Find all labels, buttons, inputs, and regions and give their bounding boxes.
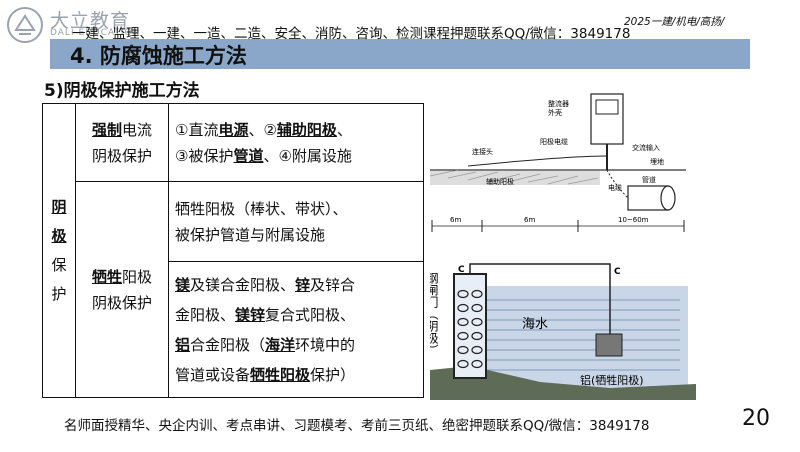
anode-types-line: 镁及镁合金阳极、锌及锌合 xyxy=(175,270,423,300)
content-text: 金阳极、 xyxy=(175,305,236,324)
anode-types-line: 金阳极、镁锌复合式阳极、 xyxy=(175,300,423,330)
content-text: 管道或设备 xyxy=(175,365,251,384)
sacrificial-label-a: 牺牲 xyxy=(91,267,122,286)
brand-name: 大立教育 xyxy=(50,10,131,32)
steel-gate-label: 钢闸门（阴极） xyxy=(430,272,439,356)
section-title-bar xyxy=(50,39,750,69)
forced-label-b: 电流 xyxy=(122,120,153,139)
content-text: 保护） xyxy=(310,365,356,384)
keyword-text: 牺牲阳极 xyxy=(250,365,311,384)
diagram-label: 管道 xyxy=(642,175,656,184)
top-banner-text: 一建、监理、一建、一造、二造、安全、消防、咨询、检测课程押题联系QQ/微信：38… xyxy=(72,26,631,42)
sacrificial-anode-types-cell: 镁及镁合金阳极、锌及锌合 金阳极、镁锌复合式阳极、 铝合金阳极（海洋环境中的 管… xyxy=(168,261,424,398)
dimension-label: 6m xyxy=(450,216,461,224)
sacrificial-components-line: 牺牲阳极（棒状、带状）、 xyxy=(175,199,348,218)
diagram-label: 辅助阳极 xyxy=(486,177,514,186)
content-text: 环境中的 xyxy=(295,335,356,354)
content-text: 、 xyxy=(336,120,352,139)
sacrificial-label-b: 阳极 xyxy=(122,267,153,286)
sacrificial-components-line: 被保护管道与附属设施 xyxy=(175,225,326,244)
content-text: ③被保护 xyxy=(175,146,234,165)
forced-content-cell: ①直流电源、②辅助阳极、 ③被保护管道、④附属设施 xyxy=(168,103,424,182)
sub-title: 5)阴极保护施工方法 xyxy=(44,81,200,101)
forced-label-c: 阴极保护 xyxy=(91,146,152,165)
page-number: 20 xyxy=(742,406,770,431)
diagram-label: 埋地 xyxy=(650,157,664,166)
diagram-label: 交流输入 xyxy=(632,143,660,152)
content-text: 及锌合 xyxy=(310,275,356,294)
sacrificial-label-cell: 牺牲阳极 阴极保护 xyxy=(75,181,169,398)
left-label-char: 阴 xyxy=(51,197,67,216)
left-label-char: 极 xyxy=(51,226,67,245)
table-left-label: 阴 极 保 护 xyxy=(42,103,76,398)
dimension-label: 6m xyxy=(524,216,535,224)
aluminium-anode-icon xyxy=(595,333,623,357)
keyword-text: 铝 xyxy=(175,335,191,354)
footer-text: 名师面授精华、央企内训、考点串讲、习题模考、考前三页纸、绝密押题联系QQ/微信：… xyxy=(64,418,650,434)
content-text: 、② xyxy=(248,120,277,139)
left-label-char: 护 xyxy=(51,284,67,303)
keyword-text: 辅助阳极 xyxy=(276,120,337,139)
diagram-label: 整流器外壳 xyxy=(548,99,569,117)
keyword-text: 管道 xyxy=(233,146,264,165)
brand-logo-icon xyxy=(7,7,43,43)
diagram-label: 电缆 xyxy=(608,183,622,192)
keyword-text: 锌 xyxy=(295,275,311,294)
anode-types-line: 铝合金阳极（海洋环境中的 xyxy=(175,330,423,360)
keyword-text: 海洋 xyxy=(265,335,296,354)
forced-label-a: 强制 xyxy=(91,120,122,139)
steel-gate-icon xyxy=(453,273,487,379)
content-text: ①直流 xyxy=(175,120,219,139)
anode-label: 铝(牺牲阳极) xyxy=(580,373,644,387)
brand-subtitle: DALI EDUCATION xyxy=(50,28,141,38)
content-text: 合金阳极（ xyxy=(190,335,266,354)
forced-current-label-cell: 强制电流 阴极保护 xyxy=(75,103,169,182)
content-text: 、④附属设施 xyxy=(263,146,352,165)
impressed-current-diagram: 整流器外壳 交流输入 阳极电缆 连接头 辅助阳极 埋地 电缆 管道 6m 6m … xyxy=(429,93,686,232)
keyword-text: 镁锌 xyxy=(235,305,266,324)
content-text: 及镁合金阳极、 xyxy=(190,275,296,294)
anode-types-line: 管道或设备牺牲阳极保护） xyxy=(175,360,423,390)
keyword-text: 电源 xyxy=(218,120,249,139)
left-label-char: 保 xyxy=(51,255,67,274)
pipe-icon xyxy=(627,185,676,211)
forced-content-line: ①直流电源、②辅助阳极、 xyxy=(175,117,423,143)
course-tag: 2025一建/机电/高扬/ xyxy=(624,16,725,28)
forced-content-line: ③被保护管道、④附属设施 xyxy=(175,143,423,169)
diagram-label: 连接头 xyxy=(472,147,493,156)
sacrificial-label-c: 阴极保护 xyxy=(91,293,152,312)
sacrificial-components-cell: 牺牲阳极（棒状、带状）、 被保护管道与附属设施 xyxy=(168,181,424,262)
terminal-c-right: C xyxy=(614,267,621,277)
seawater-label: 海水 xyxy=(522,317,548,332)
terminal-c-left: C xyxy=(458,265,465,275)
diagram-label: 阳极电缆 xyxy=(540,137,568,146)
dimension-label: 10~60m xyxy=(618,216,649,224)
section-title: 4. 防腐蚀施工方法 xyxy=(70,44,247,68)
sacrificial-anode-diagram: C C 海水 铝(牺牲阳极) 钢闸门（阴极） xyxy=(430,254,696,400)
keyword-text: 镁 xyxy=(175,275,191,294)
content-text: 复合式阳极、 xyxy=(265,305,356,324)
cathodic-protection-table: 阴 极 保 护 强制电流 阴极保护 ①直流电源、②辅助阳极、 ③被保护管道、④附… xyxy=(42,103,424,398)
